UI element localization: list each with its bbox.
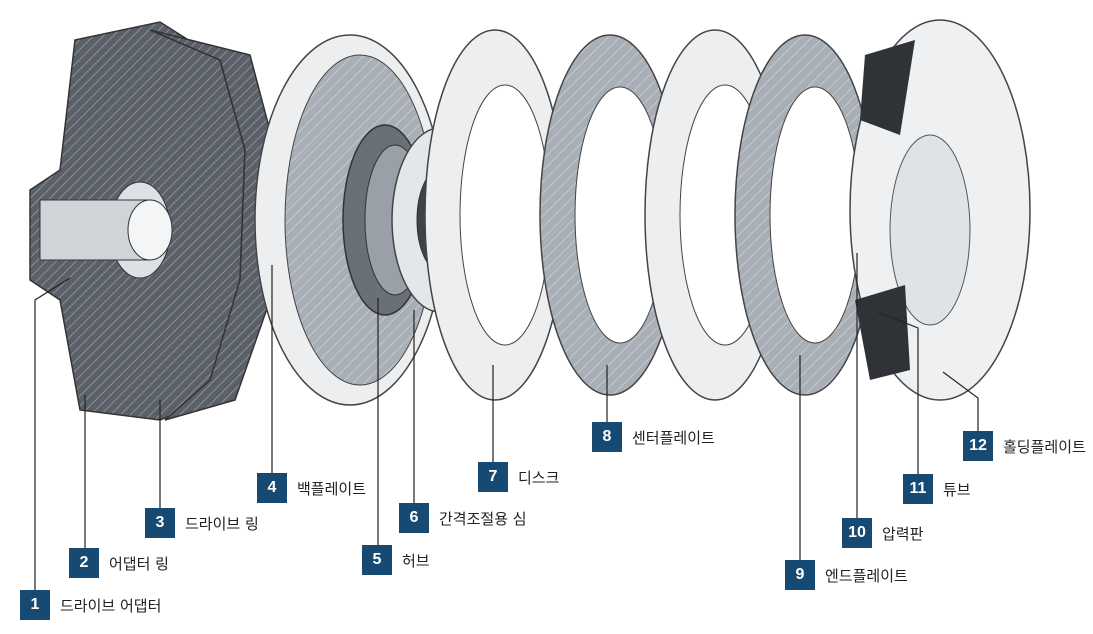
callout-label: 어댑터 링 [109, 554, 169, 573]
callout-badge: 12 [963, 431, 993, 461]
callout-label: 홀딩플레이트 [1003, 437, 1086, 456]
callout-2: 2 어댑터 링 [69, 548, 169, 578]
callout-4: 4 백플레이트 [257, 473, 366, 503]
callout-6: 6 간격조절용 심 [399, 503, 527, 533]
callout-8: 8 센터플레이트 [592, 422, 715, 452]
callout-badge: 7 [478, 462, 508, 492]
callout-label: 디스크 [518, 468, 560, 487]
part-center-plate [539, 34, 681, 396]
leader-lines [34, 253, 979, 590]
callout-badge: 10 [842, 518, 872, 548]
callout-label: 드라이브 어댑터 [60, 596, 162, 615]
callout-label: 압력판 [882, 524, 924, 543]
callout-badge: 6 [399, 503, 429, 533]
callout-label: 백플레이트 [297, 479, 367, 498]
callout-label: 튜브 [943, 480, 971, 499]
callout-3: 3 드라이브 링 [145, 508, 259, 538]
callout-badge: 5 [362, 545, 392, 575]
callout-12: 12 홀딩플레이트 [963, 431, 1086, 461]
callout-badge: 9 [785, 560, 815, 590]
part-drive-adapter [29, 21, 246, 421]
callout-badge: 8 [592, 422, 622, 452]
callout-label: 간격조절용 심 [439, 509, 527, 528]
callout-10: 10 압력판 [842, 518, 923, 548]
callout-badge: 3 [145, 508, 175, 538]
callout-badge: 11 [903, 474, 933, 504]
callout-badge: 4 [257, 473, 287, 503]
part-holding-plate [849, 19, 1031, 401]
callout-5: 5 허브 [362, 545, 430, 575]
part-end-plate [734, 34, 876, 396]
callout-1: 1 드라이브 어댑터 [20, 590, 161, 620]
callout-badge: 1 [20, 590, 50, 620]
callout-badge: 2 [69, 548, 99, 578]
callout-9: 9 엔드플레이트 [785, 560, 908, 590]
callout-label: 센터플레이트 [632, 428, 715, 447]
callout-label: 허브 [402, 551, 430, 570]
part-drive-ring [149, 29, 276, 421]
part-disc [424, 29, 566, 401]
callout-7: 7 디스크 [478, 462, 559, 492]
callout-label: 드라이브 링 [185, 514, 259, 533]
callout-11: 11 튜브 [903, 474, 971, 504]
callout-label: 엔드플레이트 [825, 566, 908, 585]
